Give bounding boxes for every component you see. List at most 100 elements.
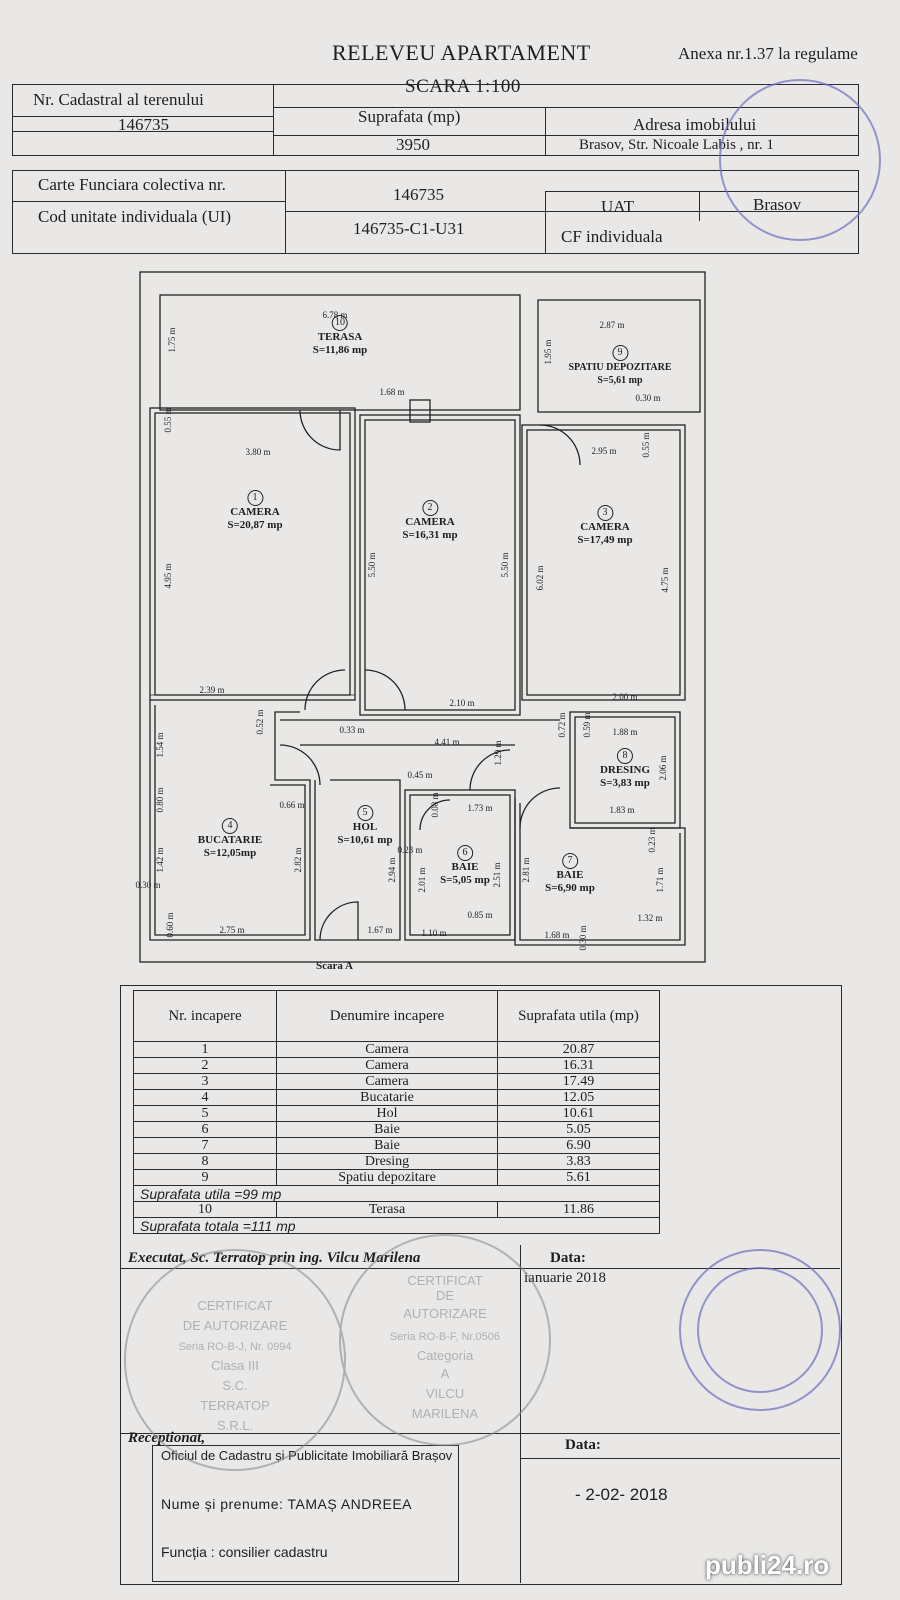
room-area: S=3,83 mp bbox=[600, 777, 650, 789]
uat-value: Brasov bbox=[753, 195, 802, 214]
svg-text:A: A bbox=[441, 1366, 450, 1381]
dimension: 4.41 m bbox=[434, 737, 460, 747]
watermark: publi24.ro bbox=[705, 1550, 830, 1580]
room-area: S=5,05 mp bbox=[440, 874, 490, 886]
dimension: 1.83 m bbox=[609, 805, 635, 815]
unit-code-label: Cod unitate individuala (UI) bbox=[38, 207, 232, 226]
svg-text:Seria RO-B-F, Nr.0506: Seria RO-B-F, Nr.0506 bbox=[390, 1331, 500, 1343]
svg-text:Categoria: Categoria bbox=[417, 1348, 474, 1363]
table-summary-row: Suprafata totala =111 mp bbox=[133, 1217, 660, 1234]
document-title: RELEVEU APARTAMENT bbox=[332, 40, 591, 65]
dimension: 0.66 m bbox=[279, 800, 305, 810]
dimension: 0.33 m bbox=[339, 725, 365, 735]
room-name: TERASA bbox=[317, 331, 363, 343]
dimension: 1.88 m bbox=[612, 727, 638, 737]
dimension: 0.30 m bbox=[635, 393, 661, 403]
table-summary-row: Suprafata utila =99 mp bbox=[133, 1185, 660, 1202]
room-name: SPATIU DEPOZITARE bbox=[568, 362, 672, 373]
cf-collective-value: 146735 bbox=[393, 185, 444, 204]
receiver-name: Nume și prenume: TAMAȘ ANDREEA bbox=[161, 1496, 413, 1512]
area-label: Suprafata (mp) bbox=[358, 107, 461, 126]
cell: 12.05 bbox=[497, 1089, 660, 1106]
room-area: S=5,61 mp bbox=[597, 375, 643, 386]
dimension: 0.85 m bbox=[467, 910, 493, 920]
dimension: 1.10 m bbox=[421, 928, 447, 938]
svg-text:VILCU: VILCU bbox=[426, 1386, 464, 1401]
cell: Baie bbox=[276, 1137, 498, 1154]
dimension: 2.95 m bbox=[591, 446, 617, 456]
col-header: Suprafata utila (mp) bbox=[497, 990, 660, 1042]
room-area: S=17,49 mp bbox=[577, 534, 633, 546]
col-header: Nr. incapere bbox=[133, 990, 277, 1042]
entrance-label: Scara A bbox=[316, 960, 353, 972]
area-value: 3950 bbox=[396, 135, 430, 154]
dimension: 2.87 m bbox=[599, 320, 625, 330]
unit-code-value: 146735-C1-U31 bbox=[353, 219, 465, 238]
floor-plan bbox=[139, 271, 706, 963]
room-name: BAIE bbox=[556, 869, 584, 881]
dimension: 3.80 m bbox=[245, 447, 271, 457]
col-header: Denumire incapere bbox=[276, 990, 498, 1042]
receiver-function: Funcția : consilier cadastru bbox=[161, 1544, 328, 1560]
dimension: 0.45 m bbox=[407, 770, 433, 780]
svg-text:DE: DE bbox=[436, 1288, 454, 1303]
cadastral-number-value: 146735 bbox=[118, 115, 169, 134]
reception-stamp: Oficiul de Cadastru și Publicitate Imobi… bbox=[152, 1445, 459, 1582]
lower-frame bbox=[120, 985, 842, 1585]
date-label: Data: bbox=[550, 1250, 586, 1266]
stamp-notary bbox=[719, 79, 881, 241]
room-name: HOL bbox=[352, 821, 378, 833]
svg-text:CERTIFICAT: CERTIFICAT bbox=[197, 1298, 272, 1313]
cell: 20.87 bbox=[497, 1041, 660, 1058]
svg-text:S.R.L.: S.R.L. bbox=[217, 1418, 253, 1433]
dimension: 1.73 m bbox=[467, 803, 493, 813]
room-area: S=20,87 mp bbox=[227, 519, 283, 531]
table-row: 10 Terasa 11.86 bbox=[133, 1201, 660, 1218]
received-label: Receptionat, bbox=[128, 1430, 206, 1446]
room-area: S=11,86 mp bbox=[312, 344, 368, 356]
svg-text:AUTORIZARE: AUTORIZARE bbox=[403, 1306, 487, 1321]
dimension: 2.10 m bbox=[449, 698, 475, 708]
room-name: CAMERA bbox=[405, 516, 455, 528]
svg-text:MARILENA: MARILENA bbox=[412, 1406, 479, 1421]
svg-text:DE AUTORIZARE: DE AUTORIZARE bbox=[183, 1318, 288, 1333]
cf-collective-label: Carte Funciara colectiva nr. bbox=[38, 175, 226, 194]
room-area: S=6,90 mp bbox=[545, 882, 595, 894]
room-area: S=10,61 mp bbox=[337, 834, 393, 846]
dimension: 2.75 m bbox=[219, 925, 245, 935]
address-value: Brasov, Str. Nicoale Labis , nr. 1 bbox=[579, 137, 774, 153]
dimension: 1.68 m bbox=[379, 387, 405, 397]
svg-text:CERTIFICAT: CERTIFICAT bbox=[407, 1273, 482, 1288]
cf-individual-label: CF individuala bbox=[561, 227, 663, 246]
stamp-terratop bbox=[124, 1249, 346, 1471]
dimension: 1.32 m bbox=[637, 913, 663, 923]
useful-area-total: Suprafata utila =99 mp bbox=[133, 1185, 660, 1202]
svg-text:Seria RO-B-J, Nr. 0994: Seria RO-B-J, Nr. 0994 bbox=[178, 1341, 291, 1353]
room-name: CAMERA bbox=[230, 506, 280, 518]
room-name: BAIE bbox=[451, 861, 479, 873]
room-area: S=16,31 mp bbox=[402, 529, 458, 541]
land-register-table: Carte Funciara colectiva nr. Cod unitate… bbox=[12, 170, 859, 254]
cell: 10 bbox=[133, 1201, 277, 1218]
dimension: 0.23 m bbox=[397, 845, 423, 855]
room-area: S=12,05mp bbox=[203, 847, 257, 859]
date2-value: - 2-02- 2018 bbox=[575, 1485, 668, 1504]
dimension: 6.78 m bbox=[322, 310, 348, 320]
svg-text:S.C.: S.C. bbox=[222, 1378, 247, 1393]
cell: 17.49 bbox=[497, 1073, 660, 1090]
